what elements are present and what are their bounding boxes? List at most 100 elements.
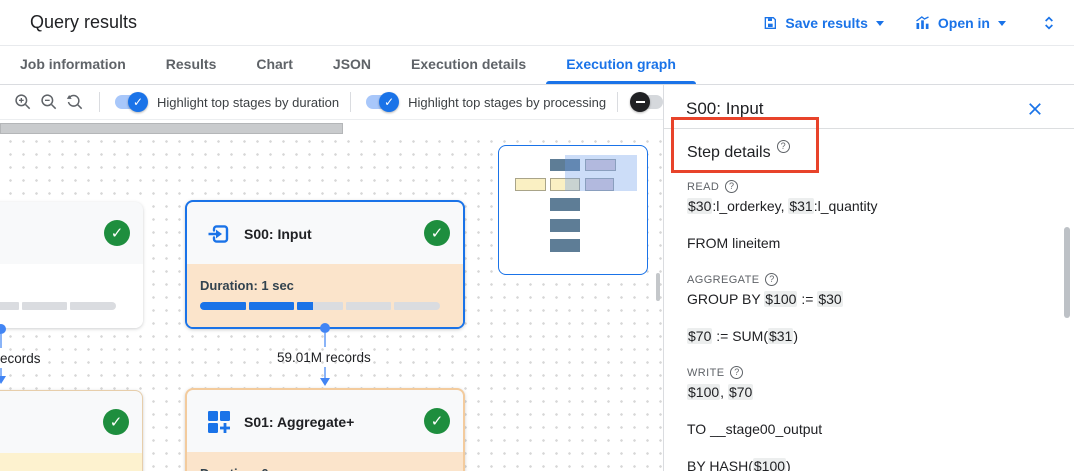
stage-card-left-top[interactable]: ✓	[0, 202, 143, 328]
edge-line	[324, 333, 326, 347]
results-header: Query results Save results Open in	[0, 0, 1074, 46]
help-icon[interactable]	[765, 273, 779, 286]
step-section-line: $100, $70	[687, 383, 754, 400]
toggle-highlight-processing[interactable]: ✓	[366, 92, 400, 112]
variable-chip: $31	[788, 197, 814, 214]
step-section: AGGREGATEGROUP BY $100 := $30	[687, 270, 1044, 308]
progress-segment	[21, 302, 68, 310]
horizontal-scrollbar	[0, 120, 663, 140]
zoom-reset-icon[interactable]	[63, 90, 87, 114]
help-icon[interactable]	[730, 366, 744, 379]
step-section-line: FROM lineitem	[687, 234, 781, 251]
graph-toolbar: ✓ Highlight top stages by duration ✓ Hig…	[0, 85, 663, 120]
toggle-dash-icon	[630, 92, 651, 112]
stage-card-body: Duration: 1 sec	[187, 264, 463, 327]
edge-dot	[0, 324, 6, 334]
graph-minimap[interactable]	[498, 145, 648, 275]
progress-segment	[345, 302, 392, 310]
stage-duration: Duration: 1 sec	[200, 278, 294, 293]
minimap-viewport[interactable]	[565, 155, 637, 191]
panel-title: S00: Input	[686, 99, 764, 118]
header-actions: Save results Open in	[762, 0, 1062, 46]
unfold-more-icon[interactable]	[1037, 11, 1061, 35]
step-section: FROM lineitem	[687, 233, 1044, 252]
save-results-button[interactable]: Save results	[762, 15, 884, 31]
minimap-stage-slate	[550, 239, 580, 252]
success-check-icon: ✓	[103, 409, 129, 435]
stage-progress-bar	[0, 302, 116, 310]
step-section-label: READ	[687, 177, 1044, 196]
help-icon[interactable]	[725, 180, 739, 193]
step-section-line: GROUP BY $100 := $30	[687, 290, 843, 307]
minimap-stage-slate	[550, 198, 580, 211]
variable-chip: $100	[687, 383, 721, 400]
panel-scrollbar-thumb[interactable]	[1064, 227, 1070, 318]
tab-chart[interactable]: Chart	[256, 56, 293, 72]
variable-chip: $70	[687, 327, 713, 344]
stage-card-body	[0, 264, 143, 328]
step-section: TO __stage00_output	[687, 419, 1044, 438]
stage-card-left-bottom[interactable]: ✓	[0, 390, 143, 471]
minimap-stage-cream	[550, 178, 580, 191]
toggle-off-switch[interactable]	[630, 92, 663, 112]
stage-duration: Duration: 0 sec	[200, 466, 294, 471]
progress-segment	[70, 302, 116, 310]
stage-progress-bar	[200, 302, 440, 310]
graph-canvas[interactable]: ✓ S00: Input ✓ Duration: 1 sec	[0, 120, 663, 471]
stage-card-head: ✓	[0, 202, 143, 264]
step-section-line: $70 := SUM($31)	[687, 327, 799, 344]
close-icon[interactable]	[1026, 100, 1044, 118]
minimap-stage-slate	[550, 219, 580, 232]
execution-graph-pane: ✓ Highlight top stages by duration ✓ Hig…	[0, 85, 663, 471]
edge-arrow-icon	[320, 378, 330, 386]
stage-card-s00[interactable]: S00: Input ✓ Duration: 1 sec	[185, 200, 465, 329]
stage-title: S01: Aggregate+	[244, 414, 355, 430]
toolbar-divider	[99, 92, 100, 112]
stage-card-s01[interactable]: S01: Aggregate+ ✓ Duration: 0 sec	[185, 388, 465, 471]
step-section-line: TO __stage00_output	[687, 420, 823, 437]
stage-title: S00: Input	[244, 226, 312, 242]
stage-card-body: Duration: 0 sec	[187, 452, 463, 471]
toggle-highlight-duration[interactable]: ✓	[115, 92, 148, 112]
variable-chip: $30	[687, 197, 713, 214]
toggle-processing-label: Highlight top stages by processing	[408, 94, 607, 110]
step-section-line: BY HASH($100)	[687, 456, 1044, 471]
minimap-stage-pink	[585, 159, 616, 171]
success-check-icon: ✓	[104, 220, 130, 246]
tab-execution-details[interactable]: Execution details	[411, 56, 527, 72]
open-in-button[interactable]: Open in	[914, 15, 1006, 31]
toggle-duration-label: Highlight top stages by duration	[157, 94, 340, 110]
zoom-out-icon[interactable]	[37, 90, 61, 114]
help-icon[interactable]	[776, 140, 790, 153]
toggle-check-icon: ✓	[379, 92, 400, 112]
caret-down-icon	[875, 20, 884, 26]
step-section-label: AGGREGATE	[687, 270, 1044, 289]
step-section-label: WRITE	[687, 363, 1044, 382]
variable-chip: $70	[727, 383, 754, 400]
vertical-scrollbar-thumb[interactable]	[656, 273, 660, 301]
progress-segment	[200, 302, 246, 310]
step-section: WRITE$100, $70	[687, 363, 1044, 401]
minimap-stage-pink	[585, 178, 614, 191]
tab-results[interactable]: Results	[165, 56, 217, 72]
step-section: BY HASH($100)	[687, 456, 1044, 471]
page-title: Query results	[30, 12, 138, 32]
minimap-stage-slate	[550, 159, 580, 171]
step-details-label: Step details	[687, 144, 771, 161]
horizontal-scrollbar-thumb[interactable]	[0, 123, 343, 134]
save-results-label: Save results	[785, 15, 868, 31]
zoom-in-icon[interactable]	[11, 90, 35, 114]
input-stage-icon	[205, 220, 233, 248]
tab-json[interactable]: JSON	[332, 56, 372, 72]
edge-line	[0, 334, 2, 348]
tab-job-information[interactable]: Job information	[20, 56, 126, 72]
stage-card-head: S01: Aggregate+ ✓	[187, 390, 463, 452]
open-in-label: Open in	[937, 15, 990, 31]
edge-dot	[320, 323, 330, 333]
progress-segment	[394, 302, 440, 310]
stage-card-head: ✓	[0, 391, 142, 453]
tab-execution-graph[interactable]: Execution graph	[546, 46, 696, 84]
caret-down-icon	[998, 20, 1006, 26]
